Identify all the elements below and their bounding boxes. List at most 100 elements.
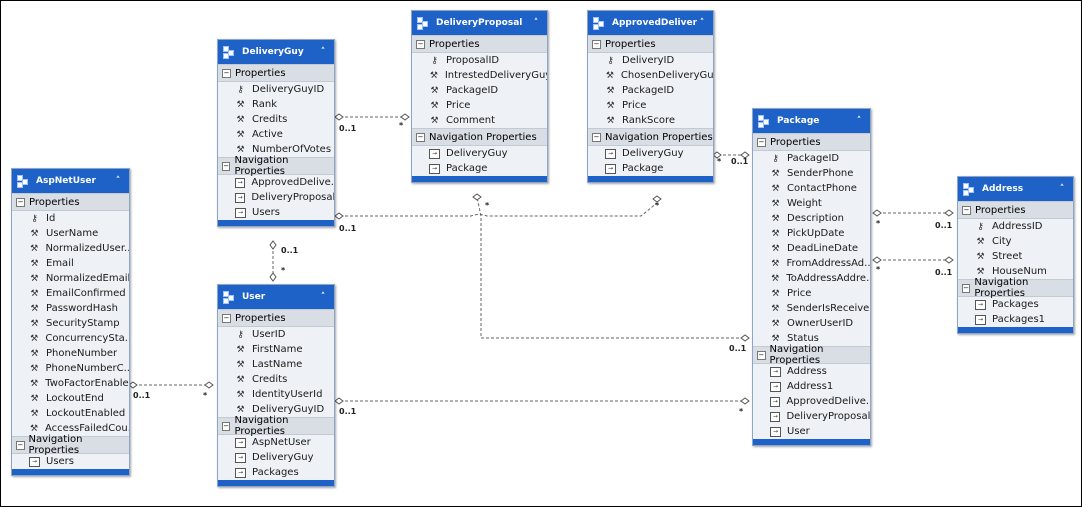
collapse-chevron-icon[interactable]: ˄ <box>115 176 121 186</box>
navigation-section-header[interactable]: −Navigation Properties <box>412 128 547 146</box>
properties-section-header[interactable]: −Properties <box>588 35 713 53</box>
property-row[interactable]: ⚒PhoneNumber <box>12 346 129 361</box>
section-collapse-icon[interactable]: − <box>757 137 766 147</box>
entity-deliveryguy[interactable]: DeliveryGuy˄−Properties⚷DeliveryGuyID⚒Ra… <box>217 39 335 227</box>
property-row[interactable]: ⚒PickUpDate <box>753 226 870 241</box>
navigation-row[interactable]: →Address <box>753 364 870 379</box>
property-row[interactable]: ⚷ProposalID <box>412 53 547 68</box>
property-row[interactable]: ⚒Credits <box>218 372 334 387</box>
property-row[interactable]: ⚒SenderIsReceiver <box>753 301 870 316</box>
entity-deliveryproposal[interactable]: DeliveryProposal˄−Properties⚷ProposalID ⚒… <box>411 10 548 183</box>
entity-user[interactable]: User˄−Properties⚷UserID⚒FirstName⚒LastNa… <box>217 284 335 487</box>
collapse-chevron-icon[interactable]: ˄ <box>533 18 539 28</box>
property-row[interactable]: ⚒LockoutEnd <box>12 391 129 406</box>
navigation-section-header[interactable]: −Navigation Properties <box>218 155 334 177</box>
properties-section-header[interactable]: −Properties <box>218 64 334 82</box>
navigation-section-header[interactable]: −Navigation Properties <box>958 277 1073 299</box>
property-row[interactable]: ⚒NumberOfVotes <box>218 142 334 157</box>
property-row[interactable]: ⚒AccessFailedCou... <box>12 421 129 436</box>
property-row[interactable]: ⚒ContactPhone <box>753 181 870 196</box>
property-row[interactable]: ⚒ChosenDeliveryGu... <box>588 68 713 83</box>
property-row[interactable]: ⚒Price <box>412 98 547 113</box>
properties-section-header[interactable]: −Properties <box>958 201 1073 219</box>
entity-address[interactable]: Address˄−Properties⚷AddressID⚒City⚒Stree… <box>957 176 1074 334</box>
property-row[interactable]: ⚒Price <box>588 98 713 113</box>
properties-section-header[interactable]: −Properties <box>218 309 334 327</box>
property-row[interactable]: ⚒SenderPhone <box>753 166 870 181</box>
navigation-row[interactable]: →Packages1 <box>958 312 1073 327</box>
navigation-row[interactable]: →Users <box>12 454 129 469</box>
entity-header[interactable]: DeliveryProposal˄ <box>412 11 547 35</box>
section-collapse-icon[interactable]: − <box>222 68 231 78</box>
property-row[interactable]: ⚒Active <box>218 127 334 142</box>
property-row[interactable]: ⚒PackageID <box>588 83 713 98</box>
property-row[interactable]: ⚒LastName <box>218 357 334 372</box>
property-row[interactable]: ⚒EmailConfirmed <box>12 286 129 301</box>
section-collapse-icon[interactable]: − <box>416 132 425 142</box>
property-row[interactable]: ⚒Status <box>753 331 870 346</box>
navigation-row[interactable]: →User <box>753 424 870 439</box>
entity-package[interactable]: Package˄−Properties⚷PackageID⚒SenderPhon… <box>752 108 871 446</box>
entity-header[interactable]: Address˄ <box>958 177 1073 201</box>
property-row[interactable]: ⚒LockoutEnabled <box>12 406 129 421</box>
navigation-row[interactable]: →Package <box>588 161 713 176</box>
property-row[interactable]: ⚒RankScore <box>588 113 713 128</box>
property-row[interactable]: ⚒PasswordHash <box>12 301 129 316</box>
navigation-row[interactable]: →ApprovedDelive... <box>218 175 334 190</box>
collapse-chevron-icon[interactable]: ˄ <box>699 18 705 28</box>
navigation-section-header[interactable]: −Navigation Properties <box>12 434 129 456</box>
entity-header[interactable]: User˄ <box>218 285 334 309</box>
navigation-row[interactable]: →Users <box>218 205 334 220</box>
property-row[interactable]: ⚒Credits <box>218 112 334 127</box>
entity-aspnetuser[interactable]: AspNetUser˄−Properties⚷Id⚒UserName⚒Norma… <box>11 168 130 476</box>
entity-approveddelivery[interactable]: ApprovedDelivery˄−Properties⚷DeliveryID⚒… <box>587 10 714 183</box>
property-row[interactable]: ⚒NormalizedUser... <box>12 241 129 256</box>
navigation-row[interactable]: →DeliveryGuy <box>412 146 547 161</box>
property-row[interactable]: ⚒SecurityStamp <box>12 316 129 331</box>
navigation-row[interactable]: →DeliveryGuy <box>588 146 713 161</box>
navigation-row[interactable]: →AspNetUser <box>218 435 334 450</box>
entity-header[interactable]: DeliveryGuy˄ <box>218 40 334 64</box>
property-row[interactable]: ⚒FromAddressAd... <box>753 256 870 271</box>
collapse-chevron-icon[interactable]: ˄ <box>320 47 326 57</box>
property-row[interactable]: ⚒Rank <box>218 97 334 112</box>
section-collapse-icon[interactable]: − <box>16 440 25 450</box>
properties-section-header[interactable]: −Properties <box>412 35 547 53</box>
section-collapse-icon[interactable]: − <box>222 313 231 323</box>
property-row[interactable]: ⚷DeliveryID <box>588 53 713 68</box>
property-row[interactable]: ⚒PackageID <box>412 83 547 98</box>
navigation-row[interactable]: →Packages <box>958 297 1073 312</box>
property-row[interactable]: ⚒Street <box>958 249 1073 264</box>
entity-header[interactable]: Package˄ <box>753 109 870 133</box>
property-row[interactable]: ⚒OwnerUserID <box>753 316 870 331</box>
property-row[interactable]: ⚒Email <box>12 256 129 271</box>
collapse-chevron-icon[interactable]: ˄ <box>320 292 326 302</box>
section-collapse-icon[interactable]: − <box>416 39 425 49</box>
section-collapse-icon[interactable]: − <box>222 421 231 431</box>
navigation-row[interactable]: →DeliveryProposals <box>753 409 870 424</box>
properties-section-header[interactable]: −Properties <box>753 133 870 151</box>
section-collapse-icon[interactable]: − <box>962 283 971 293</box>
property-row[interactable]: ⚷AddressID <box>958 219 1073 234</box>
collapse-chevron-icon[interactable]: ˄ <box>856 116 862 126</box>
property-row[interactable]: ⚒DeliveryGuyID <box>218 402 334 417</box>
property-row[interactable]: ⚒TwoFactorEnabled <box>12 376 129 391</box>
property-row[interactable]: ⚒DeadLineDate <box>753 241 870 256</box>
navigation-row[interactable]: →DeliveryGuy <box>218 450 334 465</box>
property-row[interactable]: ⚷DeliveryGuyID <box>218 82 334 97</box>
navigation-section-header[interactable]: −Navigation Properties <box>753 344 870 366</box>
entity-header[interactable]: ApprovedDelivery˄ <box>588 11 713 35</box>
property-row[interactable]: ⚒Price <box>753 286 870 301</box>
properties-section-header[interactable]: −Properties <box>12 193 129 211</box>
property-row[interactable]: ⚒FirstName <box>218 342 334 357</box>
navigation-section-header[interactable]: −Navigation Properties <box>218 415 334 437</box>
navigation-row[interactable]: →Packages <box>218 465 334 480</box>
property-row[interactable]: ⚒Description <box>753 211 870 226</box>
section-collapse-icon[interactable]: − <box>222 161 231 171</box>
section-collapse-icon[interactable]: − <box>757 350 766 360</box>
property-row[interactable]: ⚒Weight <box>753 196 870 211</box>
collapse-chevron-icon[interactable]: ˄ <box>1059 184 1065 194</box>
section-collapse-icon[interactable]: − <box>962 205 971 215</box>
navigation-row[interactable]: →Address1 <box>753 379 870 394</box>
property-row[interactable]: ⚷Id <box>12 211 129 226</box>
